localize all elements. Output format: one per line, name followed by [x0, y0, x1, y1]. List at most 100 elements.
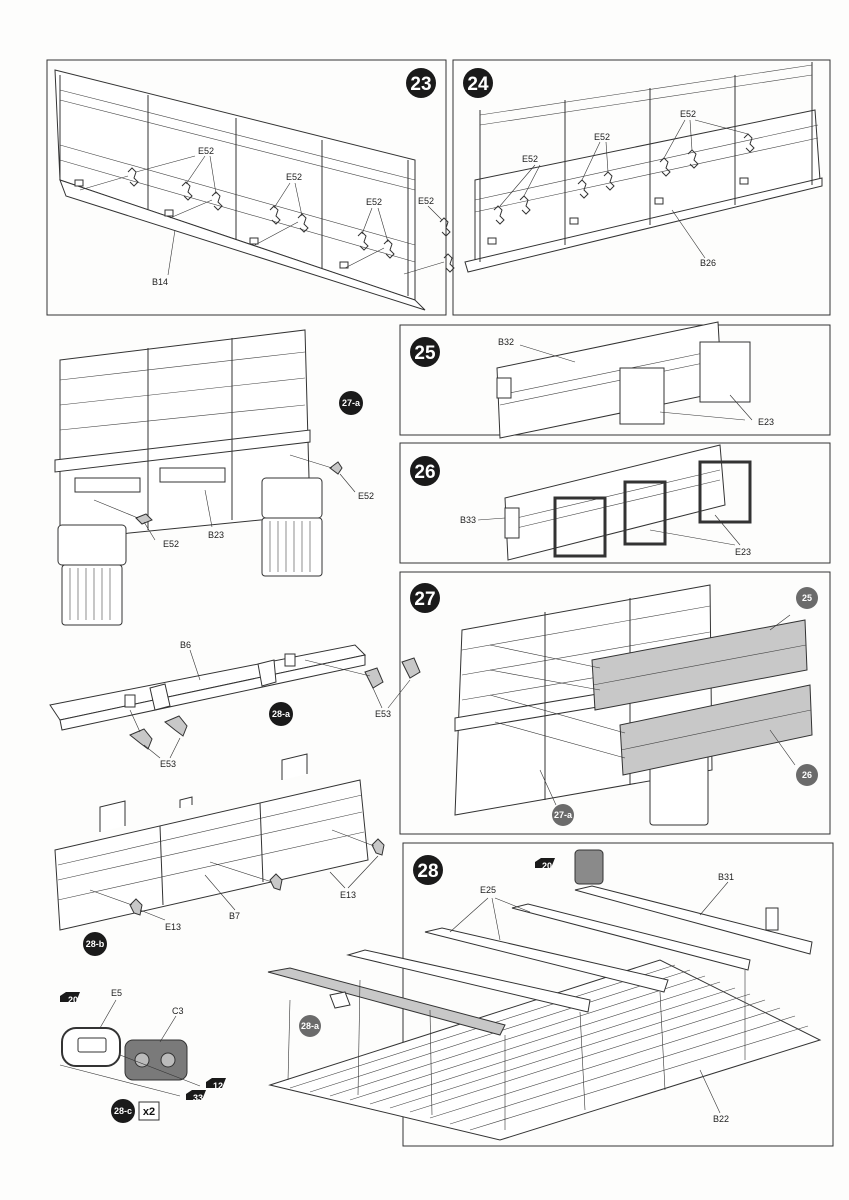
part-e52-clip — [383, 239, 395, 259]
subassembly-id: 27-a — [342, 398, 361, 408]
step-number: 24 — [467, 74, 489, 95]
label-e5: E5 — [111, 988, 122, 998]
label-c3: C3 — [172, 1006, 184, 1016]
paint-code: 20 — [68, 995, 78, 1005]
part-e23-bracket — [619, 341, 751, 425]
step-badge — [410, 583, 440, 613]
subassembly-badge — [339, 391, 363, 415]
part-e53-spacer — [129, 728, 153, 750]
part-e13-bracket — [269, 873, 283, 891]
part-grey-board-upper — [591, 619, 808, 711]
subassembly-27a: E52 E52 B23 27-a — [54, 329, 374, 626]
part-e52-clip — [493, 205, 505, 225]
reference-badge — [299, 1015, 321, 1037]
paint-star-icon — [186, 1090, 206, 1100]
step-27-panel: 25 26 27-a 27 — [399, 571, 831, 835]
label-b6: B6 — [180, 640, 191, 650]
step-badge — [413, 855, 443, 885]
paint-code: 20 — [542, 861, 552, 871]
paint-code: 12 — [213, 1081, 223, 1091]
paint-star-icon — [60, 992, 80, 1002]
reference-step: 25 — [802, 593, 812, 603]
subassembly-28a: B6 E53 E53 28-a — [49, 640, 421, 769]
part-e13-bracket — [129, 898, 143, 916]
label-e52: E52 — [418, 196, 434, 206]
reference-step: 26 — [802, 770, 812, 780]
label-e52: E52 — [286, 172, 302, 182]
part-e52-clip — [135, 513, 153, 525]
subassembly-28b: E13 E13 B7 28-b — [54, 753, 385, 956]
part-e53-spacer — [164, 715, 188, 737]
step-24-frame — [452, 59, 831, 316]
part-e25-crossmember — [511, 903, 751, 971]
part-b26-side-panel — [464, 62, 823, 273]
step-26-frame — [399, 442, 831, 564]
part-e5-lens-window — [77, 1037, 107, 1053]
step-badge — [406, 68, 436, 98]
step-badge — [410, 456, 440, 486]
label-e23: E23 — [758, 417, 774, 427]
part-mudflap-left — [57, 524, 127, 626]
label-e52: E52 — [680, 109, 696, 119]
part-e23-bracket — [553, 460, 752, 558]
label-b22: B22 — [713, 1114, 729, 1124]
quantity-box — [138, 1101, 160, 1121]
step-24-panel: E52 E52 E52 B26 24 — [452, 59, 831, 316]
lens-circle — [160, 1052, 176, 1068]
step-23-panel: E52 E52 E52 E52 B14 23 — [46, 59, 455, 316]
label-e23: E23 — [735, 547, 751, 557]
part-b14-side-panel — [54, 69, 426, 311]
part-e52-clip — [211, 191, 223, 211]
step-28-panel: E25 B31 B22 20 28-a 28 — [267, 842, 834, 1147]
part-e53-spacer — [401, 657, 421, 679]
part-e53-spacer — [364, 667, 384, 689]
subassembly-28c: 20 E5 C3 12 33 28-c x2 — [59, 988, 226, 1123]
label-e52: E52 — [594, 132, 610, 142]
reference-badge — [552, 804, 574, 826]
part-e52-clip — [357, 231, 369, 251]
subassembly-badge — [269, 702, 293, 726]
part-b6-crossmember — [49, 644, 367, 731]
step-25-frame — [399, 324, 831, 436]
part-b32-side-frame — [496, 321, 723, 439]
subassembly-id: 28-c — [114, 1106, 132, 1116]
step-26-panel: B33 E23 26 — [399, 442, 831, 564]
paint-code: 33 — [193, 1093, 203, 1103]
reference-step: 27-a — [554, 810, 573, 820]
label-e52: E52 — [522, 154, 538, 164]
label-e25: E25 — [480, 885, 496, 895]
reference-step: 28-a — [301, 1021, 320, 1031]
part-e52-clip — [127, 167, 139, 187]
label-b23: B23 — [208, 530, 224, 540]
part-b22-bed-floor — [268, 959, 822, 1141]
part-e52-clip — [439, 217, 451, 237]
part-grey-board-lower — [619, 684, 813, 776]
part-e25-crossmember — [346, 949, 591, 1013]
step-27-frame — [399, 571, 831, 835]
step-badge — [410, 337, 440, 367]
subassembly-id: 28-a — [272, 709, 291, 719]
part-rear-bracket-grey — [574, 849, 604, 885]
step-number: 27 — [414, 589, 435, 610]
part-b7-rear-crossmember — [54, 753, 369, 931]
part-tailgate-assembly — [454, 584, 713, 826]
part-e25-crossmember — [424, 927, 669, 993]
part-mudflap-right — [261, 477, 323, 577]
label-b7: B7 — [229, 911, 240, 921]
label-e53: E53 — [160, 759, 176, 769]
label-b26: B26 — [700, 258, 716, 268]
step-23-frame — [46, 59, 447, 316]
label-e13: E13 — [340, 890, 356, 900]
part-e52-clip — [297, 213, 309, 233]
part-e13-bracket — [371, 838, 385, 856]
step-25-panel: B32 E23 25 — [399, 321, 831, 439]
label-b14: B14 — [152, 277, 168, 287]
label-e52: E52 — [198, 146, 214, 156]
paint-star-icon — [535, 858, 555, 868]
quantity-label: x2 — [143, 1106, 155, 1118]
step-number: 23 — [410, 74, 431, 95]
label-e52: E52 — [366, 197, 382, 207]
part-e52-clip — [181, 181, 193, 201]
part-b31-crossmember — [574, 885, 813, 955]
